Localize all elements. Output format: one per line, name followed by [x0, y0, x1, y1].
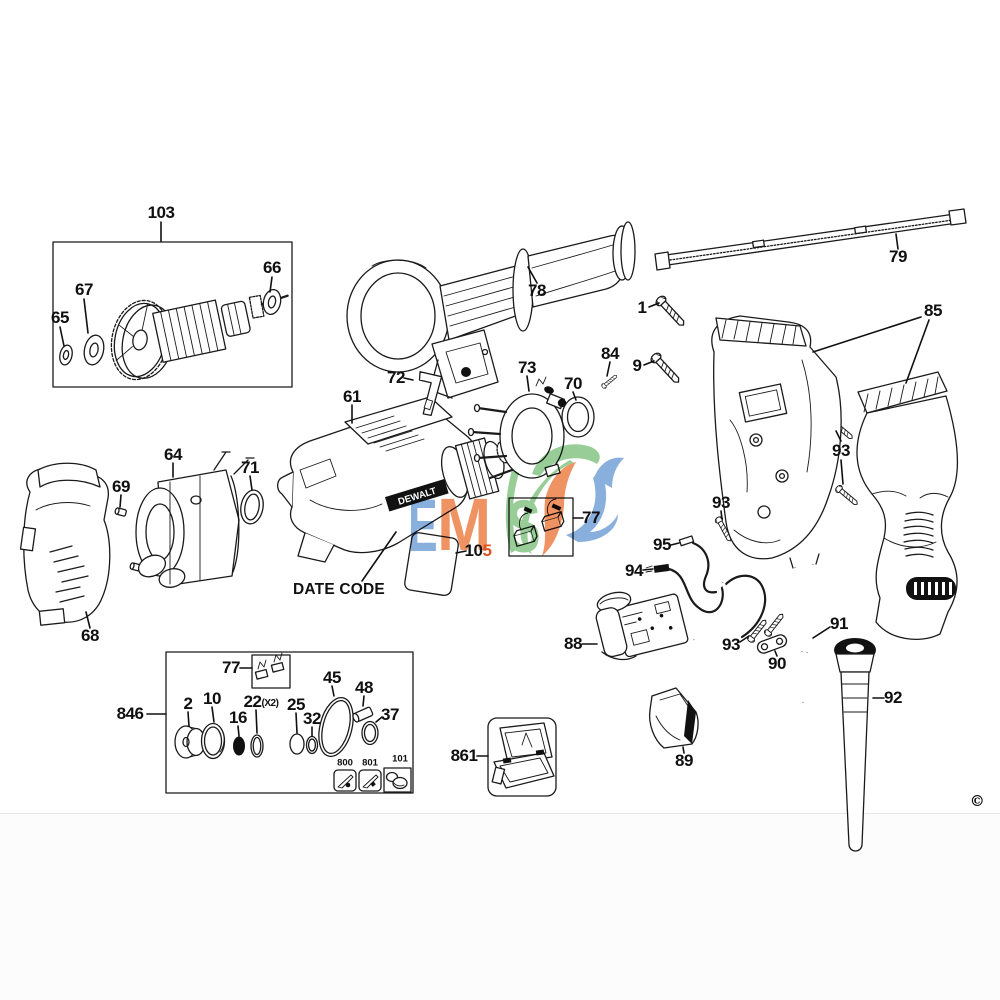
part-kitbox-861: [487, 717, 557, 797]
part-lube-800: [333, 769, 357, 792]
part-field-64: [135, 451, 255, 588]
part-label-93-b: 93: [712, 493, 730, 512]
part-cord-91: [789, 553, 820, 703]
part-label-846: 846: [116, 704, 144, 723]
part-label-2: 2: [183, 694, 193, 713]
part-label-66: 66: [263, 258, 281, 277]
part-oring-22: [250, 734, 264, 758]
part-lube-801: [358, 769, 382, 792]
part-label-10: 10: [203, 689, 221, 708]
copyright-mark: ©: [969, 792, 985, 810]
part-label-37: 37: [381, 705, 399, 724]
part-switch-88: [595, 591, 689, 661]
part-label-77-box: 77: [222, 658, 240, 677]
part-wire-95: [678, 535, 718, 594]
part-eyelet-90: [756, 634, 788, 654]
part-label-72: 72: [387, 368, 405, 387]
part-label-85: 85: [924, 301, 942, 320]
part-label-94: 94: [625, 561, 643, 580]
part-label-105: 105: [464, 541, 492, 560]
part-depth-rod: [654, 208, 967, 271]
part-label-9: 9: [632, 356, 642, 375]
part-label-48: 48: [355, 678, 373, 697]
page-bottom-band: [0, 813, 1000, 1000]
part-plug-16: [233, 736, 245, 756]
part-label-45: 45: [323, 668, 341, 687]
part-housing-85-right: [856, 371, 959, 640]
part-label-88: 88: [564, 634, 582, 653]
part-label-70: 70: [564, 374, 582, 393]
part-label-801: 801: [362, 757, 378, 769]
part-bracket-72: [418, 371, 443, 416]
part-label-68: 68: [81, 626, 99, 645]
part-ring-25: [289, 733, 305, 755]
part-label-79: 79: [889, 247, 907, 266]
part-cord-guard-92: [834, 638, 876, 852]
part-label-71: 71: [241, 458, 259, 477]
part-label-69: 69: [112, 477, 130, 496]
part-label-65: 65: [51, 308, 69, 327]
part-label-84: 84: [601, 344, 619, 363]
part-gear-housing-68: [19, 462, 111, 626]
part-label-16: 16: [229, 708, 247, 727]
part-brushes-77-in-box: [254, 652, 285, 680]
part-side-handle: [346, 221, 636, 399]
leader-lines: [59, 221, 930, 757]
part-label-73: 73: [518, 358, 536, 377]
part-wire-94: [645, 563, 767, 652]
part-label-64: 64: [164, 445, 182, 464]
part-housing-85-left: [711, 315, 842, 560]
part-label-91: 91: [830, 614, 848, 633]
part-oring-45: [318, 696, 354, 758]
part-label-93-c: 93: [722, 635, 740, 654]
part-label-95: 95: [653, 535, 671, 554]
part-oring-37: [361, 720, 379, 746]
part-label-plate-105: [404, 532, 459, 597]
part-label-861: 861: [450, 746, 478, 765]
part-label-67: 67: [75, 280, 93, 299]
part-ring-71: [240, 489, 264, 525]
part-label-800: 800: [337, 757, 353, 769]
part-seal-10: [200, 722, 226, 760]
part-label-1: 1: [637, 298, 647, 317]
part-label-92: 92: [884, 688, 902, 707]
part-pin-48: [352, 706, 374, 723]
part-label-103: 103: [147, 203, 175, 222]
part-cord-clamp-89: [648, 687, 699, 749]
part-grease-101: [383, 767, 412, 793]
part-label-25: 25: [287, 695, 305, 714]
part-label-93-a: 93: [832, 441, 850, 460]
part-label-90: 90: [768, 654, 786, 673]
part-label-89: 89: [675, 751, 693, 770]
part-ring-70: [561, 396, 595, 438]
part-armature-assembly: [59, 288, 289, 381]
part-label-32: 32: [303, 709, 321, 728]
part-label-101: 101: [392, 753, 408, 765]
part-label-61: 61: [343, 387, 361, 406]
part-label-78: 78: [528, 281, 546, 300]
date-code-label: DATE CODE: [293, 581, 385, 598]
part-label-22: 22(X2): [243, 692, 279, 711]
part-label-77-right: 77: [582, 508, 600, 527]
